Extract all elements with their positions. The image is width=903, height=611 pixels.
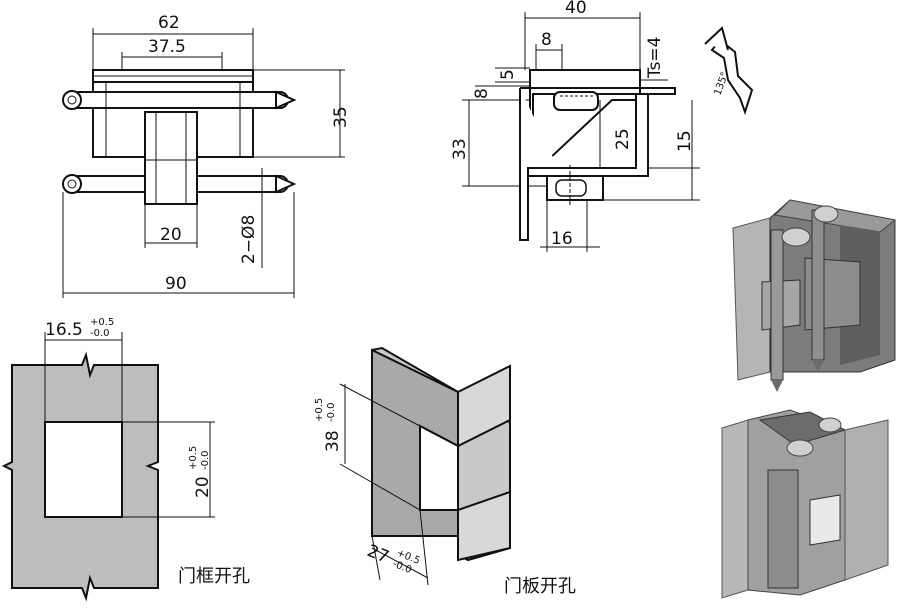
frame-tol-width-upper: +0.5 <box>90 317 114 328</box>
frame-dim-width: 16.5 <box>45 320 83 340</box>
dim-side-33: 33 <box>450 138 470 160</box>
frame-tol-width-lower: -0.0 <box>90 328 110 339</box>
render-hinge-front <box>721 409 889 599</box>
rotation-arrow-icon: 135° <box>704 26 754 116</box>
dim-side-8: 8 <box>541 30 552 50</box>
dim-thickness: Ts=4 <box>645 37 665 80</box>
panel-dim-width: 27 <box>364 541 392 568</box>
door-panel-cutout: 38 +0.5 -0.0 27 +0.5 -0.0 门板开孔 <box>314 346 576 597</box>
render-hinge-back <box>732 199 897 392</box>
panel-tol-height-lower: -0.0 <box>326 402 337 422</box>
dim-side-8b: 8 <box>472 88 492 99</box>
dim-side-25: 25 <box>613 128 633 150</box>
dim-angle: 135° <box>712 71 731 97</box>
door-plate <box>527 93 649 177</box>
dim-side-5: 5 <box>498 69 518 80</box>
dim-height: 35 <box>331 106 351 128</box>
dim-leaf-width: 20 <box>160 225 182 245</box>
dim-side-15: 15 <box>675 130 695 152</box>
door-frame-cutout: 16.5 +0.5 -0.0 20 +0.5 -0.0 门框开孔 <box>1 317 250 602</box>
panel-caption: 门板开孔 <box>504 576 576 597</box>
frame-tol-height-lower: -0.0 <box>200 450 211 470</box>
frame-dim-height: 20 <box>193 476 213 498</box>
dim-overall-width: 62 <box>158 13 180 33</box>
upper-pin <box>69 91 289 109</box>
panel-dim-height: 38 <box>323 430 343 452</box>
dim-inner-width: 37.5 <box>148 37 186 57</box>
panel-tol-height-upper: +0.5 <box>314 398 325 422</box>
side-view: 40 8 Ts=4 5 8 33 <box>450 0 754 252</box>
hinge-leaf <box>144 111 198 205</box>
dim-side-16: 16 <box>551 229 573 249</box>
front-view: 62 37.5 35 20 <box>62 13 351 298</box>
panel-hole <box>419 424 459 511</box>
dim-total-length: 90 <box>165 274 187 294</box>
frame-tol-height-upper: +0.5 <box>188 446 199 470</box>
frame-hole <box>44 421 123 518</box>
dim-hole: 2−Ø8 <box>239 215 259 264</box>
frame-caption: 门框开孔 <box>178 566 250 587</box>
dim-side-width: 40 <box>565 0 587 18</box>
